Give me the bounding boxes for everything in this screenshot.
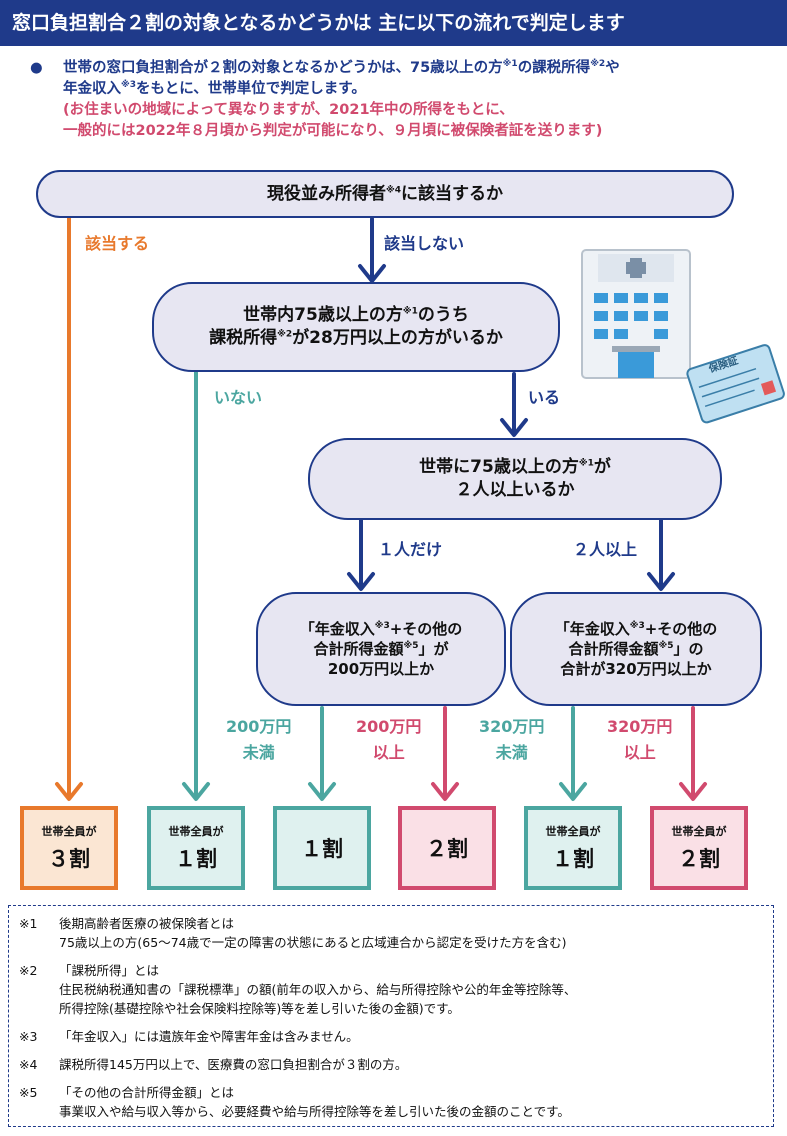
result-2wari: ２割 (398, 806, 496, 890)
label-under-200: 200万円未満 (226, 717, 292, 762)
footnote-4: ※4 課税所得145万円以上で、医療費の窓口負担割合が３割の方。 (19, 1057, 408, 1072)
intro-line-1: 世帯の窓口負担割合が２割の対象となるかどうかは、75歳以上の方※1の課税所得※2… (63, 59, 620, 76)
footnote-2: ※2 「課税所得」とは住民税納税通知書の「課税標準」の額(前年の収入から、給与所… (19, 963, 577, 1016)
label-only-one: １人だけ (378, 540, 443, 559)
question-active-income: 現役並み所得者※4に該当するか (36, 170, 734, 218)
bullet-icon: ● (30, 60, 43, 76)
intro-line-4: 一般的には2022年８月頃から判定が可能になり、９月頃に被保険者証を送ります) (63, 123, 603, 139)
intro-line-2: 年金収入※3をもとに、世帯単位で判定します。 (63, 80, 366, 97)
question-two-or-more: 世帯に75歳以上の方※1が ２人以上いるか (308, 438, 722, 520)
label-two-or-more: ２人以上 (573, 540, 638, 559)
label-none: いない (214, 388, 263, 407)
insurance-card-icon (686, 344, 785, 424)
label-applicable: 該当する (85, 234, 150, 253)
hospital-icon (581, 249, 691, 379)
question-200: 「年金収入※3+その他の 合計所得金額※5」が 200万円以上か (256, 592, 506, 706)
result-1wari: １割 (273, 806, 371, 890)
label-over-200: 200万円以上 (356, 717, 422, 762)
label-over-320: 320万円以上 (607, 717, 673, 762)
question-320: 「年金収入※3+その他の 合計所得金額※5」の 合計が320万円以上か (510, 592, 762, 706)
label-under-320: 320万円未満 (479, 717, 545, 762)
question-taxable-income: 世帯内75歳以上の方※1のうち 課税所得※2が28万円以上の方がいるか (152, 282, 560, 372)
label-not-applicable: 該当しない (384, 234, 465, 253)
page-header: 窓口負担割合２割の対象となるかどうかは 主に以下の流れで判定します (0, 0, 787, 46)
label-exists: いる (528, 388, 561, 407)
intro-line-3: (お住まいの地域によって異なりますが、2021年中の所得をもとに、 (63, 102, 514, 118)
footnote-3: ※3 「年金収入」には遺族年金や障害年金は含みません。 (19, 1029, 359, 1044)
footnote-5: ※5 「その他の合計所得金額」とは事業収入や給与収入等から、必要経費や給与所得控… (19, 1085, 570, 1119)
